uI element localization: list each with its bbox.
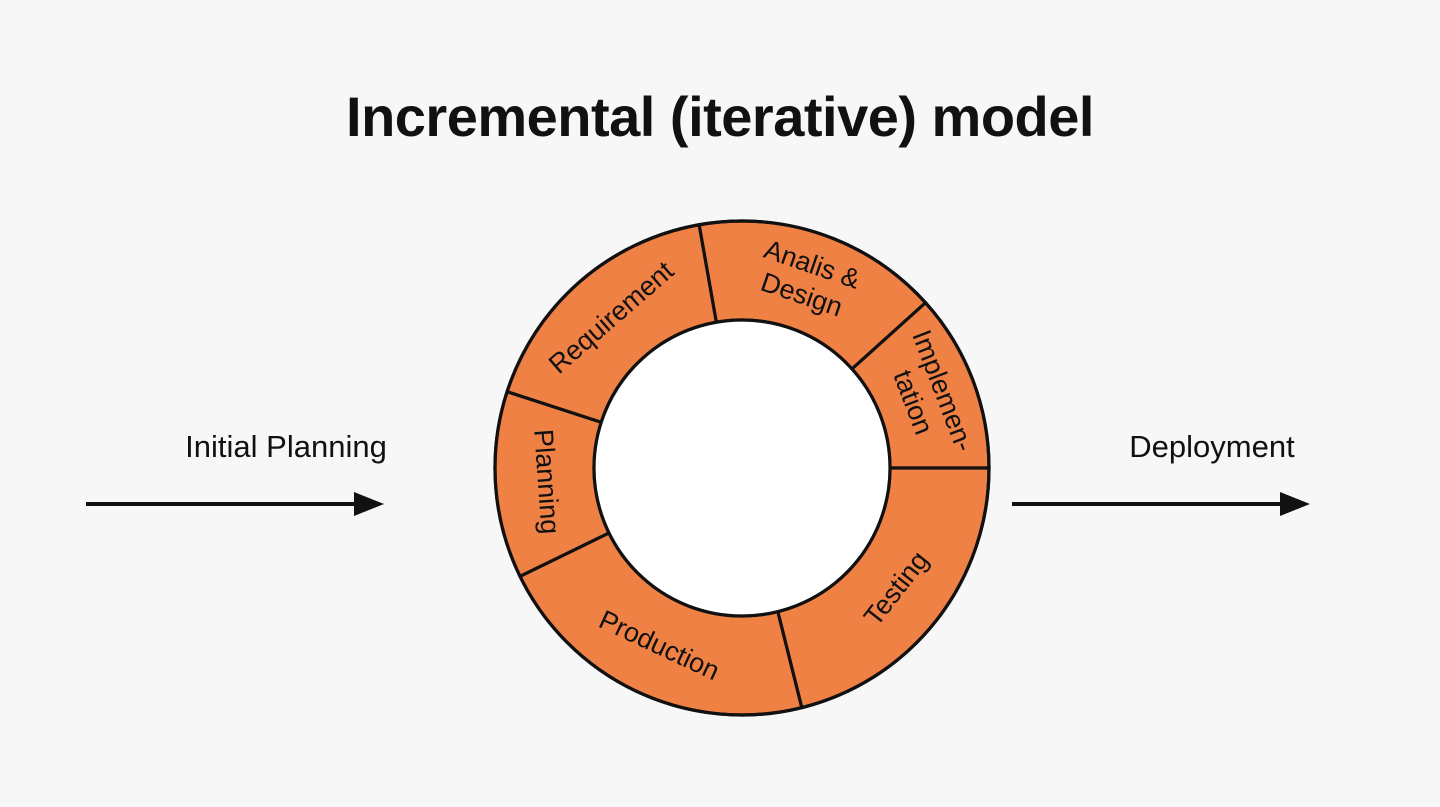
donut-hub bbox=[592, 318, 892, 618]
donut-outer-ring bbox=[493, 219, 991, 717]
initial-planning-flow: Initial Planning bbox=[86, 428, 486, 519]
donut-segment-layer bbox=[493, 219, 991, 717]
deployment-flow: Deployment bbox=[1012, 428, 1412, 519]
initial-planning-arrow-icon bbox=[86, 492, 384, 517]
deployment-arrow-icon bbox=[1012, 492, 1310, 517]
page-title: Incremental (iterative) model bbox=[346, 85, 1094, 148]
donut-label-line: Planning bbox=[528, 428, 565, 535]
donut-label-planning: Planning bbox=[528, 428, 565, 535]
initial-planning-label: Initial Planning bbox=[185, 429, 387, 464]
lifecycle-donut-svg: Analis &DesignImplemen-tationTestingProd… bbox=[493, 219, 991, 717]
deployment-label: Deployment bbox=[1129, 429, 1295, 464]
